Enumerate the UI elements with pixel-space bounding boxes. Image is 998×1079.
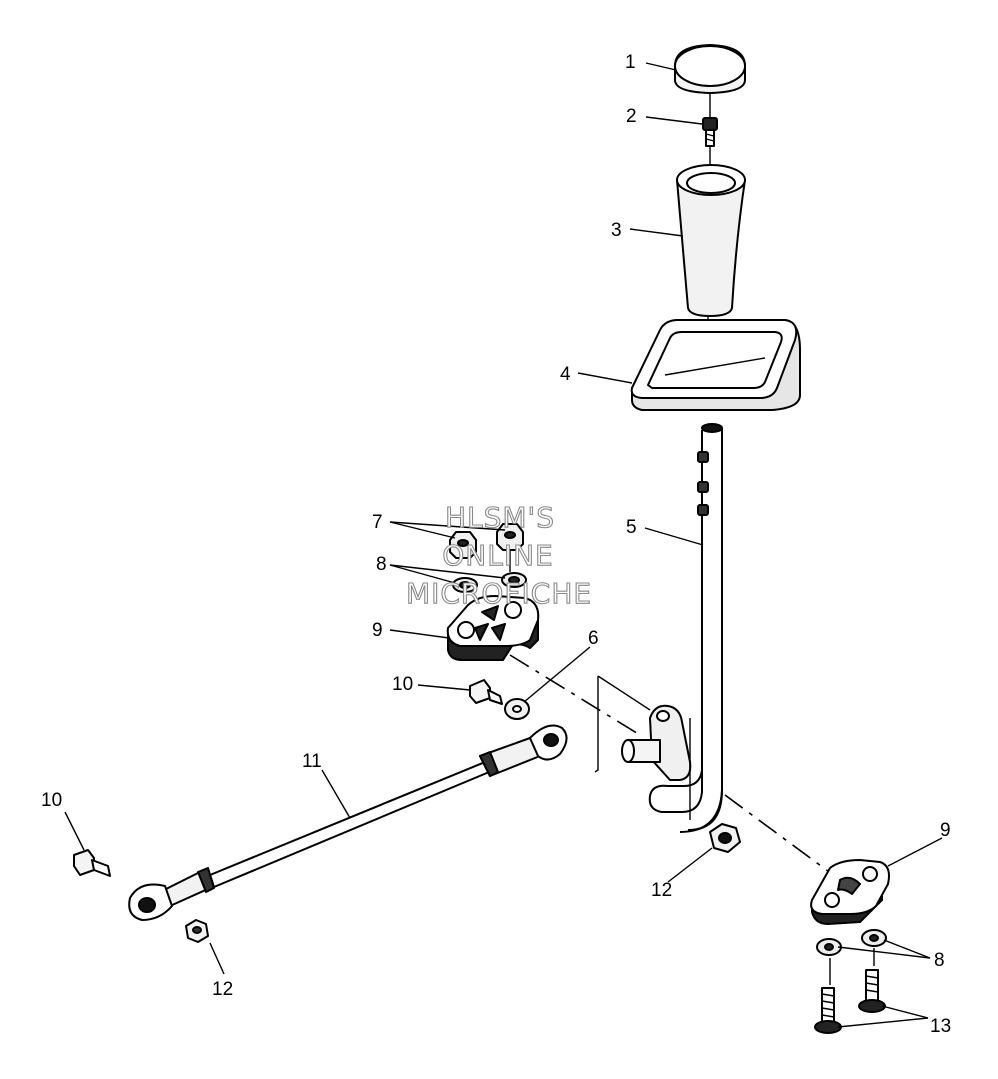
callout-9-lower: 9 <box>940 820 951 841</box>
callout-12-lower: 12 <box>212 979 233 1000</box>
part-8-washer-lower-right <box>861 929 887 947</box>
part-11-linkage-rod <box>128 724 568 921</box>
callout-5: 5 <box>626 517 637 538</box>
part-6-washer <box>504 698 530 720</box>
part-9-pivot-block-lower <box>810 859 890 925</box>
callout-2: 2 <box>626 106 637 127</box>
part-8-washer-left <box>452 577 478 593</box>
part-10-bolt-upper <box>469 679 503 705</box>
part-2-screw <box>702 117 718 147</box>
watermark-line-1: HLSM'S <box>445 501 555 534</box>
callout-12-right: 12 <box>651 880 672 901</box>
callout-4: 4 <box>560 364 571 385</box>
part-7-nut-left <box>449 531 477 559</box>
part-1-knob-cap <box>674 44 746 94</box>
part-12-nut-right <box>709 823 741 853</box>
callout-11: 11 <box>302 751 322 772</box>
callout-13: 13 <box>930 1016 951 1037</box>
callout-6: 6 <box>588 628 599 649</box>
callout-10-upper: 10 <box>392 674 413 695</box>
part-4-boot-plate <box>630 319 801 411</box>
assembly-line-right <box>724 794 841 881</box>
part-5-shift-lever <box>621 423 723 833</box>
callout-3: 3 <box>611 220 622 241</box>
part-13-screw-left <box>814 987 842 1034</box>
callout-9-upper: 9 <box>372 620 383 641</box>
assembly-line-left <box>509 654 641 736</box>
callout-1: 1 <box>625 52 636 73</box>
watermark-line-3: MICROFICHE <box>406 577 592 610</box>
part-3-shift-boot <box>676 164 746 317</box>
leader-lines <box>64 62 943 1028</box>
callout-8-upper: 8 <box>376 554 387 575</box>
watermark-line-2: ONLINE <box>442 539 553 572</box>
part-10-bolt-lower <box>73 849 111 877</box>
watermark: HLSM'S ONLINE MICROFICHE <box>405 500 592 610</box>
part-8-washer-right <box>501 572 527 588</box>
part-13-screw-right <box>858 969 886 1013</box>
assembly-bracket <box>594 676 599 773</box>
part-12-nut-lower <box>185 919 209 943</box>
callout-8-lower: 8 <box>934 950 945 971</box>
part-9-pivot-block-upper <box>446 595 540 661</box>
callout-10-lower: 10 <box>41 790 62 811</box>
callout-7: 7 <box>372 512 383 533</box>
part-8-washer-lower-left <box>816 938 842 956</box>
